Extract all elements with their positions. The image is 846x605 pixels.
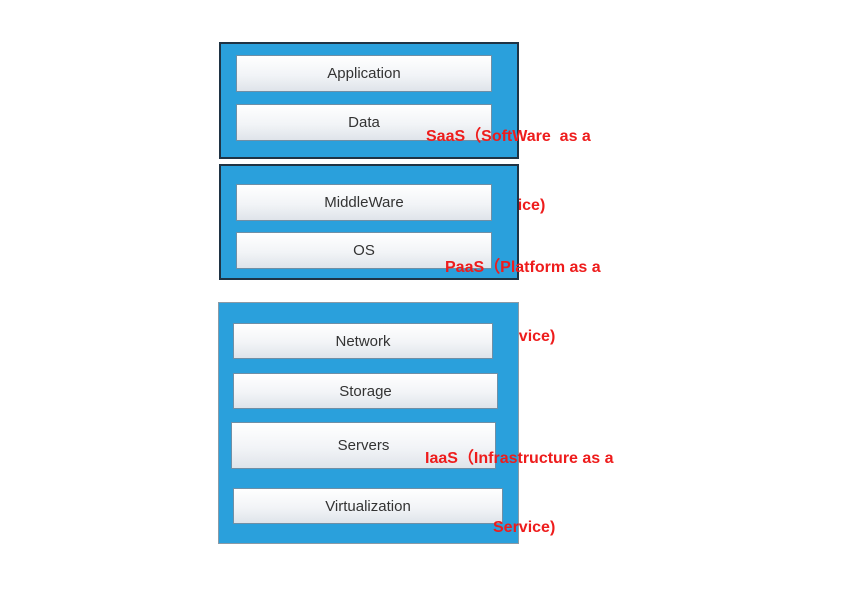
layer-storage: Storage bbox=[233, 373, 498, 409]
saas-label-line1: SaaS（SoftWare as a bbox=[426, 128, 591, 145]
iaas-label: IaaS（Infrastructure as a Service) bbox=[425, 401, 614, 562]
layer-servers: Servers bbox=[231, 422, 496, 469]
paas-stack: MiddleWare OS bbox=[219, 164, 519, 280]
layer-virtualization: Virtualization bbox=[233, 488, 503, 524]
iaas-label-line1: IaaS（Infrastructure as a bbox=[425, 450, 614, 467]
saas-stack: Application Data bbox=[219, 42, 519, 159]
iaas-stack: Network Storage Servers Virtualization bbox=[218, 302, 519, 544]
layer-application: Application bbox=[236, 55, 492, 92]
layer-network: Network bbox=[233, 323, 493, 359]
layer-data: Data bbox=[236, 104, 492, 141]
layer-os: OS bbox=[236, 232, 492, 269]
paas-label-line1: PaaS（Platform as a bbox=[445, 259, 601, 276]
layer-middleware: MiddleWare bbox=[236, 184, 492, 221]
iaas-label-line2: Service) bbox=[493, 519, 556, 536]
